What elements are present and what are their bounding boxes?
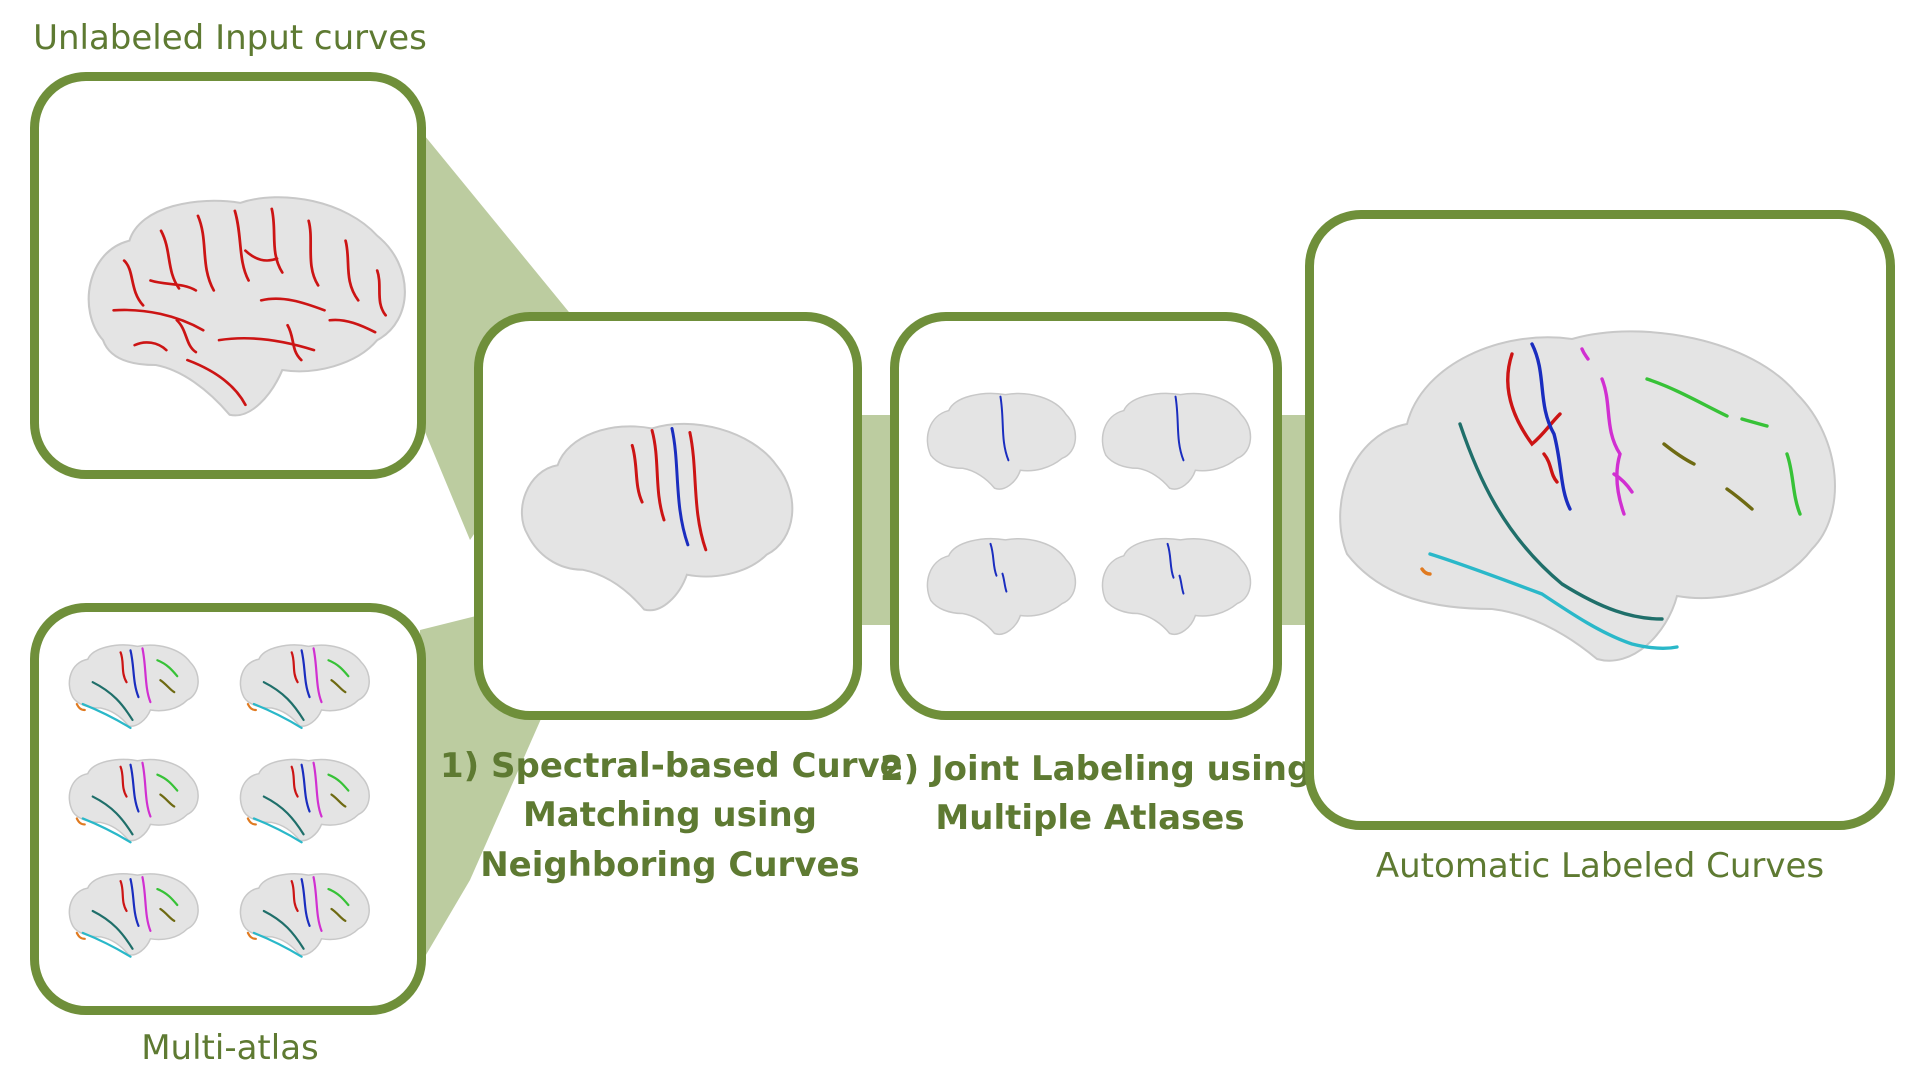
brain-shape (87, 196, 406, 417)
multi-atlas-label: Multi-atlas (141, 1028, 319, 1068)
step2-joint-labeling-panel (890, 312, 1282, 720)
step1-label: 1) Spectral-based Curve Matching using N… (440, 742, 903, 890)
step1-label-line3: Neighboring Curves (480, 844, 860, 885)
input-brain (87, 196, 406, 417)
labeled-brain (1339, 330, 1836, 662)
output-brain-shape (1339, 330, 1836, 662)
input-curves-panel (30, 72, 426, 479)
step1-matching-panel (474, 312, 862, 720)
atlas-brains (68, 643, 371, 958)
input-curves-label: Unlabeled Input curves (33, 18, 427, 58)
matching-brain (520, 422, 794, 612)
step1-label-line2: Matching using (522, 795, 818, 836)
step2-label-line2: Multiple Atlases (935, 798, 1245, 839)
output-labeled-panel (1305, 210, 1895, 830)
automatic-labeled-label: Automatic Labeled Curves (1375, 846, 1825, 886)
step2-label-line1: 2) Joint Labeling using (880, 749, 1312, 789)
multi-atlas-panel (30, 603, 426, 1015)
step1-label-line1: 1) Spectral-based Curve (440, 746, 903, 786)
unlabeled-curves (112, 207, 388, 407)
step2-label: 2) Joint Labeling using Multiple Atlases (880, 745, 1312, 844)
joint-labeling-brains (926, 392, 1252, 636)
